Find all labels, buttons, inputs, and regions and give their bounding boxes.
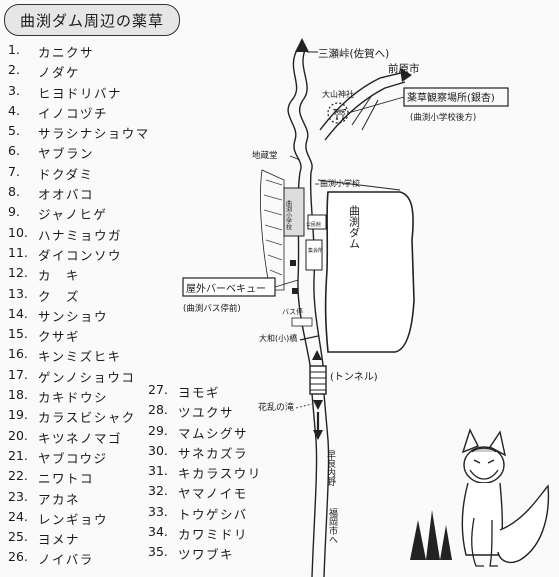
label-yakusou-garden: 薬草観察場所(銀杏)	[407, 91, 495, 104]
arrow-down-icon	[313, 400, 323, 410]
mountain-road	[287, 47, 302, 173]
bus-stop	[291, 317, 313, 327]
leader-line	[274, 279, 299, 288]
label-yakusou-garden-sub: (曲渕小学校後方)	[410, 112, 476, 123]
list-item: 13.ク ズ	[8, 285, 81, 304]
list-item: 10.ハナミョウガ	[8, 224, 123, 243]
label-tunnel: (トンネル)	[330, 371, 378, 383]
side-road	[361, 99, 379, 131]
list-item: 33.トウゲシバ	[148, 503, 248, 522]
fox-illustration	[410, 428, 550, 567]
shuhen-building	[305, 239, 323, 271]
list-item: 20.キツネノマゴ	[8, 427, 123, 446]
list-item: 21.ヤブコウジ	[8, 447, 108, 466]
dam-lake	[324, 191, 415, 353]
list-item: 8.オオバコ	[8, 184, 95, 203]
list-item: 11.ダイコンソウ	[8, 244, 123, 263]
label-to-city: 福岡市へ	[327, 507, 338, 544]
arrow-up-icon	[312, 350, 322, 360]
list-item: 17.ゲンノショウコ	[8, 366, 136, 385]
list-item: 18.カキドウシ	[8, 387, 109, 406]
label-waterfall: 花乱の滝	[258, 401, 294, 413]
list-item: 16.キンミズヒキ	[8, 346, 122, 365]
list-item: 26.ノイバラ	[8, 549, 94, 568]
leader-line	[347, 96, 405, 114]
list-item: 3.ヒヨドリバナ	[8, 82, 123, 101]
list-item: 34.カワミドリ	[148, 524, 249, 543]
side-road	[351, 94, 373, 126]
list-item: 1.カニクサ	[8, 42, 95, 60]
list-item: 32.ヤマノイモ	[148, 483, 248, 502]
mountain-road-edge	[298, 47, 313, 173]
slope-hatching	[260, 169, 285, 291]
list-item: 2.ノダケ	[8, 62, 81, 81]
label-shrine: 大山神社	[322, 89, 354, 99]
slope-hatching	[263, 179, 283, 276]
label-to-sansegoe: 三瀬峠(佐賀へ)	[318, 47, 389, 60]
list-item: 15.クサギ	[8, 326, 81, 345]
label-maebaru: 前原市	[388, 62, 420, 75]
list-item: 27.ヨモギ	[148, 382, 221, 400]
label-jizo: 地蔵堂	[252, 150, 278, 161]
list-item: 12.カ キ	[8, 265, 81, 284]
list-item: 29.マムシグサ	[148, 422, 249, 441]
arrow-right-icon	[400, 68, 412, 82]
list-item: 31.キカラスウリ	[148, 463, 262, 482]
list-item: 28.ツユクサ	[148, 402, 235, 421]
label-bbq: 屋外バーベキュー	[186, 283, 266, 295]
bridge	[299, 335, 319, 341]
leader-line	[289, 155, 301, 161]
label-kominkan: 公民館	[306, 221, 321, 228]
waterfall-path	[295, 403, 313, 409]
label-shuhen: 集会所	[308, 247, 323, 254]
list-item: 7.ドクダミ	[8, 163, 94, 182]
label-hirao: 早良内野	[325, 450, 336, 486]
kominkan-building	[307, 214, 327, 230]
road-to-maebaru-edge	[324, 81, 406, 141]
road-south-right	[323, 393, 330, 577]
label-bbq-sub: (曲渕バス停前)	[183, 303, 241, 314]
label-bus: バス停	[282, 307, 303, 316]
dam-wall	[317, 179, 401, 191]
list-item: 23.アカネ	[8, 488, 81, 507]
bus-stop-marker	[292, 288, 298, 294]
list-item: 6.ヤブラン	[8, 143, 95, 162]
list-item: 4.イノコヅチ	[8, 102, 109, 121]
road-south-left	[311, 393, 318, 577]
road-to-maebaru	[319, 71, 406, 131]
list-item: 9.ジャノヒゲ	[8, 204, 108, 223]
page-title: 曲渕ダム周辺の薬草	[4, 4, 180, 36]
plant-list-continued: 27.ヨモギ 28.ツユクサ 29.マムシグサ 30.サネカズラ 31.キカラス…	[148, 382, 262, 565]
tunnel	[309, 365, 327, 395]
arrow-down-icon	[313, 430, 323, 440]
label-dam: 曲渕ダム	[348, 205, 361, 249]
list-item: 35.ツワブキ	[148, 544, 235, 563]
list-item: 5.サラシナショウマ	[8, 123, 150, 142]
list-item: 30.サネカズラ	[148, 442, 249, 461]
bus-stop-marker	[290, 260, 296, 266]
list-item: 19.カラスビシャク	[8, 407, 136, 426]
tunnel-hatch	[310, 371, 326, 391]
shrine-icon: ⛩	[333, 108, 347, 121]
label-ohashi: 大和(小)橋	[259, 333, 297, 343]
list-item: 22.ニワトコ	[8, 468, 95, 487]
plant-list: 1.カニクサ 2.ノダケ 3.ヒヨドリバナ 4.イノコヅチ 5.サラシナショウマ…	[8, 42, 150, 570]
list-item: 24.レンギョウ	[8, 508, 109, 527]
arrow-up-icon	[295, 38, 309, 52]
list-item: 25.ヨメナ	[8, 529, 81, 548]
school-text: 曲渕小学校	[285, 199, 292, 231]
list-item: 14.サンショウ	[8, 305, 109, 324]
main-road-right	[309, 171, 325, 389]
